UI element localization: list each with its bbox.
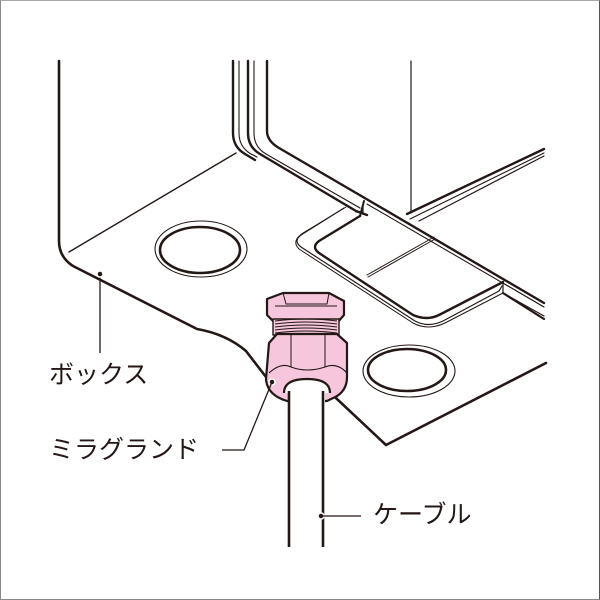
cover-plate	[295, 200, 546, 328]
mira-gland	[264, 291, 349, 403]
box-wall-lines	[231, 59, 412, 217]
box-flange	[361, 147, 546, 308]
cable	[287, 383, 325, 547]
label-box: ボックス	[49, 360, 149, 389]
label-cable: ケーブル	[373, 500, 472, 529]
knockout-hole-left	[154, 220, 248, 278]
box-outline	[57, 59, 548, 447]
leader-lines	[96, 270, 361, 520]
knockout-hole-right	[362, 344, 456, 398]
label-mira-gland: ミラグランド	[49, 435, 200, 464]
